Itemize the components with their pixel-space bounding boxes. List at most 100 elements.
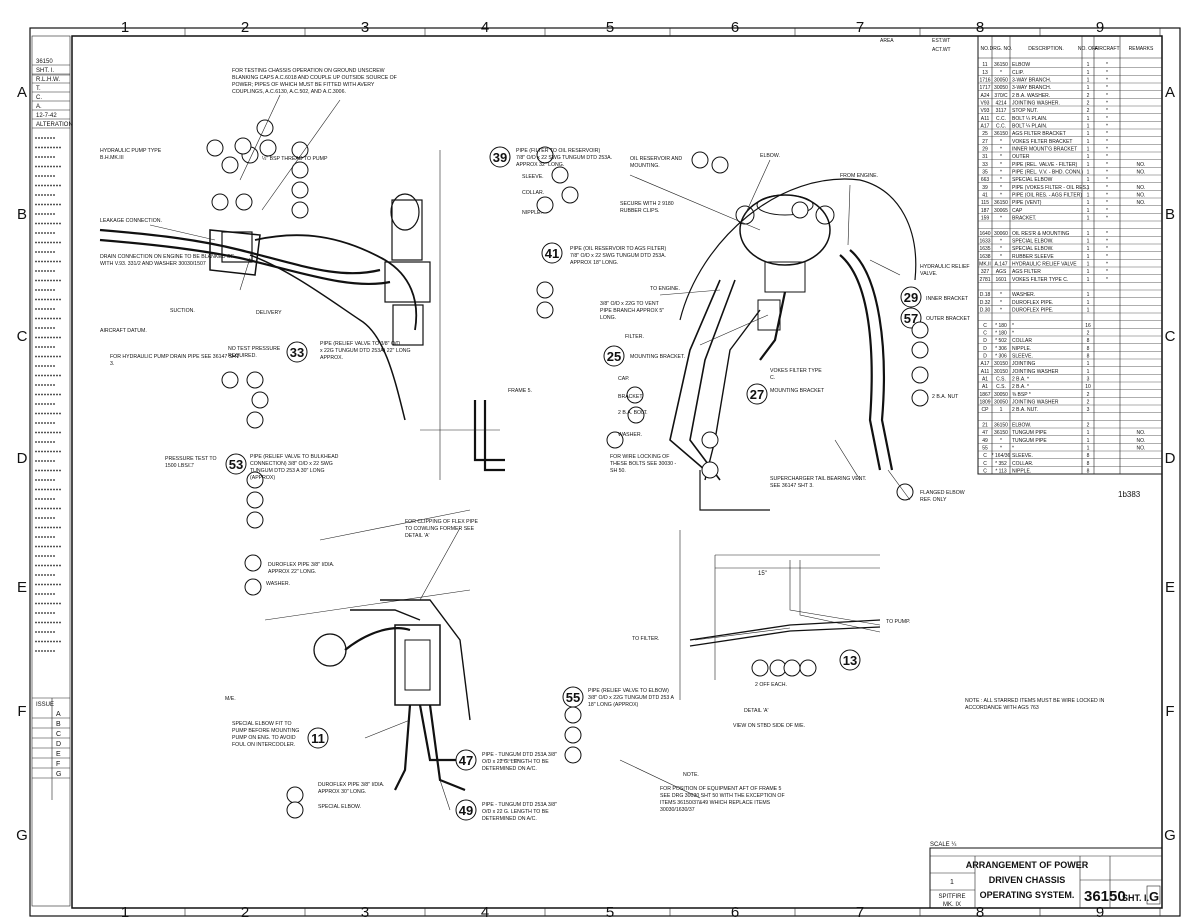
parts-table-cell: 41 [982, 193, 988, 199]
filter-label: FILTER. [625, 334, 644, 340]
supercharger-note: SUPERCHARGER TAIL BEARING VENT.SEE 36147… [770, 476, 866, 489]
parts-table-cell: * [1106, 277, 1108, 283]
parts-table-header: REMARKS [1129, 46, 1154, 52]
parts-table-cell: 3117 [996, 108, 1007, 114]
parts-table-cell: 1 [1087, 369, 1090, 375]
parts-table-cell: BRACKET. [1012, 216, 1036, 222]
parts-table-cell: OUTER [1012, 154, 1030, 160]
parts-table-cell: 27 [982, 139, 988, 145]
parts-table-cell: JOINTING [1012, 361, 1035, 367]
parts-table-cell: C.S. [996, 377, 1006, 383]
parts-table-cell: 25 [982, 131, 988, 137]
ba-bolt-label: 2 B.A. BOLT. [618, 410, 648, 416]
parts-table-cell: 1 [1087, 262, 1090, 268]
parts-table-cell: * 306 [995, 354, 1007, 360]
grid-column-2-bottom: 2 [241, 904, 249, 921]
grid-row-D-left: D [17, 450, 28, 467]
drawing-number: 36150 [1084, 888, 1126, 905]
grid-column-1-bottom: 1 [121, 904, 129, 921]
parts-table-cell: C.C. [996, 116, 1006, 122]
parts-table-cell: CLIP. [1012, 70, 1024, 76]
parts-table-cell: C [983, 331, 987, 337]
revision-header-line: C. [36, 95, 42, 101]
parts-table-cell: 1 [1087, 62, 1090, 68]
parts-table-cell: * [1106, 78, 1108, 84]
parts-table-cell: 1 [1087, 131, 1090, 137]
thread-label: ½" BSP THREAD TO PUMP [262, 155, 328, 162]
parts-table-cell: 159 [981, 216, 990, 222]
parts-table-cell: 1 [1087, 200, 1090, 206]
parts-table-cell: D.18 [980, 292, 991, 298]
parts-table-cell: STOP NUT. [1012, 108, 1038, 114]
parts-table-cell: * [1106, 139, 1108, 145]
grid-column-7-top: 7 [856, 19, 864, 36]
issue-row-G: G [56, 771, 61, 778]
grid-column-1-top: 1 [121, 19, 129, 36]
parts-table-cell: D.32 [980, 300, 991, 306]
parts-table-cell: 1 [1087, 277, 1090, 283]
parts-table-cell: RUBBER SLEEVE [1012, 254, 1054, 260]
parts-table-cell: * 164/36 [992, 453, 1011, 459]
title-line-1: ARRANGEMENT OF POWER [966, 860, 1089, 870]
parts-table-cell: * [1106, 108, 1108, 114]
parts-table-cell: 1 [1087, 269, 1090, 275]
grid-column-5-top: 5 [606, 19, 614, 36]
parts-table-cell: 47 [982, 430, 988, 436]
parts-table-cell: * [1106, 62, 1108, 68]
parts-table-cell: 29 [982, 147, 988, 153]
view-on-label: VIEW ON STBD SIDE OF M/E. [733, 723, 805, 729]
item-number: 39 [493, 150, 507, 165]
area-label: AREA [880, 38, 894, 44]
item-balloon-27: 27 [746, 383, 768, 405]
parts-table-cell: 2 B.A. NUT. [1012, 407, 1038, 413]
item-balloon-47: 47 [455, 749, 477, 771]
parts-table-cell: C [983, 323, 987, 329]
parts-table-cell: 1 [1087, 185, 1090, 191]
parts-table-cell: 1 [1087, 193, 1090, 199]
to-filter-label: TO FILTER. [632, 636, 659, 642]
parts-table-cell: PIPE (REL. V.V. - BHD. CONN.) [1012, 170, 1083, 176]
parts-table-cell: V93 [981, 108, 990, 114]
parts-table-cell: 2 [1087, 423, 1090, 429]
item-number: 55 [566, 690, 580, 705]
grid-column-3-bottom: 3 [361, 904, 369, 921]
parts-table-cell: 13 [982, 70, 988, 76]
parts-table-cell: * [1106, 231, 1108, 237]
parts-table-cell: * 180 [995, 323, 1007, 329]
parts-table-cell: 1717 [979, 85, 990, 91]
parts-table-cell: * [1106, 216, 1108, 222]
reference-mark: 1b383 [1118, 490, 1141, 499]
reservoir-view [669, 178, 917, 511]
parts-table-cell: * [1106, 208, 1108, 214]
parts-table-cell: 1 [1087, 154, 1090, 160]
parts-table-cell: D [983, 346, 987, 352]
grid-column-7-bottom: 7 [856, 904, 864, 921]
parts-table-cell: 1 [1087, 300, 1090, 306]
parts-table-cell: VOKES FILTER TYPE C. [1012, 277, 1068, 283]
parts-table-cell: 1 [1087, 216, 1090, 222]
bottom-pump-view [264, 509, 520, 792]
item-number: 27 [750, 387, 764, 402]
parts-table-cell: 39 [982, 185, 988, 191]
parts-table-cell: 36150 [994, 200, 1008, 206]
item-balloon-55: 55 [562, 686, 584, 708]
leader-lines [149, 94, 911, 811]
parts-table-cell: 30050 [994, 400, 1008, 406]
sheet-number: SHT. I. [1122, 893, 1149, 903]
parts-table-cell: 8 [1087, 461, 1090, 467]
pipe-49-label: PIPE - TUNGUM DTD 253A 3/8"O/D x 22 G. L… [482, 802, 557, 822]
parts-table-cell: 1 [1087, 162, 1090, 168]
revision-header-line: A. [36, 104, 42, 110]
parts-table-cell: 30050 [994, 85, 1008, 91]
revision-header-line: 12-7-42 [36, 113, 57, 119]
grid-column-5-bottom: 5 [606, 904, 614, 921]
parts-table-cell: 1809 [979, 400, 990, 406]
parts-table-cell: * [1106, 70, 1108, 76]
item-balloon-13: 13 [839, 649, 861, 671]
parts-table-cell: 8 [1087, 338, 1090, 344]
